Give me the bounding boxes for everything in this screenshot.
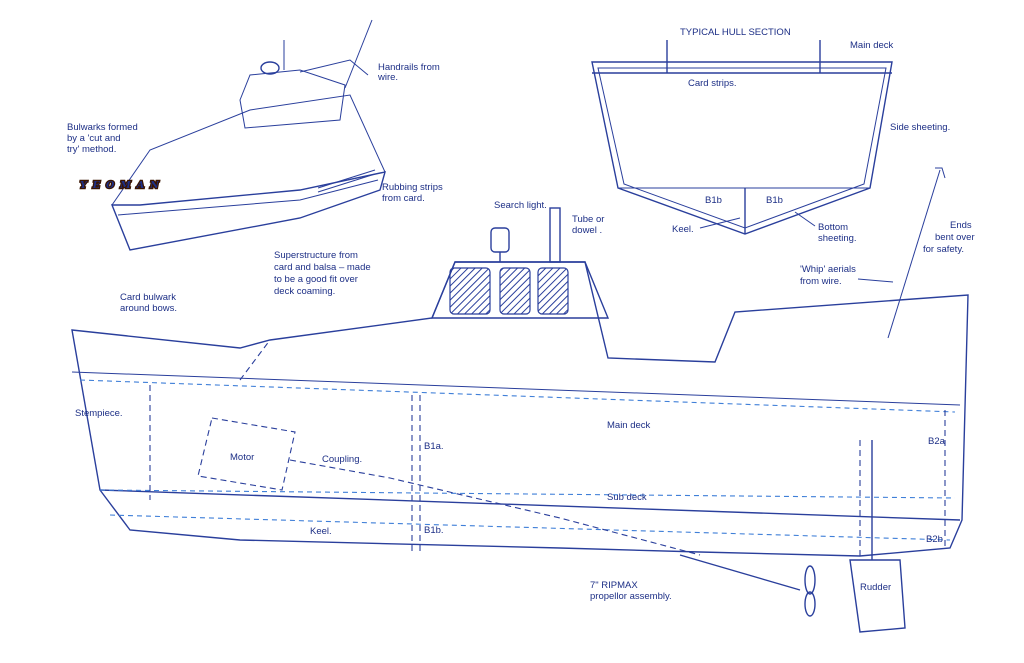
hull-section-bottom-sheeting-label: Bottom: [818, 222, 848, 233]
ends-bent-label: for safety.: [923, 244, 964, 255]
hull-section-main-deck-label: Main deck: [850, 40, 894, 51]
propeller-label: propellor assembly.: [590, 591, 672, 602]
b2a-label: B2a: [928, 436, 946, 447]
main-deck-line: [79, 379, 956, 413]
superstructure-label: to be a good fit over: [274, 274, 358, 285]
hull-section-heading: TYPICAL HULL SECTION: [680, 27, 791, 38]
perspective-rubbing-strip: [317, 169, 376, 189]
whip-aerials-leader: [857, 278, 894, 283]
hull-section-bottom-leader: [794, 211, 816, 227]
perspective-whip-aerial: [344, 19, 373, 89]
rudder: [849, 559, 906, 633]
ends-bent-label: bent over: [935, 232, 975, 243]
hull-section-b1b-right: B1b: [766, 195, 783, 206]
window-3: [537, 267, 569, 315]
perspective-hull-chine: [117, 179, 379, 216]
propeller-shaft: [679, 554, 801, 591]
main-deck-label: Main deck: [607, 420, 651, 431]
perspective-handrail: [299, 59, 369, 76]
sub-deck-line: [99, 489, 956, 499]
shaft-line: [289, 459, 701, 556]
superstructure-label: deck coaming.: [274, 286, 335, 297]
window-2: [499, 267, 531, 315]
gunwale-line: [71, 371, 961, 406]
stempiece-label: Stempiece.: [75, 408, 123, 419]
perspective-deck: [111, 94, 386, 206]
search-light: [490, 227, 510, 253]
tube-label: Tube or: [572, 214, 604, 225]
bow-bottom: [99, 489, 961, 521]
hull-section-view: TYPICAL HULL SECTION Main deck Card stri…: [591, 27, 950, 244]
whip-aerials-label: 'Whip' aerials: [800, 264, 856, 275]
rubbing-strips-label: Rubbing strips: [382, 182, 443, 193]
perspective-view: Handrails from wire. Bulwarks formed by …: [67, 19, 443, 251]
propeller-label: 7" RIPMAX: [590, 580, 638, 591]
title-text: YEOMAN: [80, 180, 165, 191]
rudder-label: Rudder: [860, 582, 891, 593]
superstructure-label: Superstructure from: [274, 250, 358, 261]
hull-section-bottom-sheeting-label: sheeting.: [818, 233, 857, 244]
hull-section-keel-leader: [699, 217, 741, 229]
keel-label: Keel.: [310, 526, 332, 537]
handrails-label: Handrails from: [378, 62, 440, 73]
motor-label: Motor: [230, 452, 254, 463]
hull-section-keel-label: Keel.: [672, 224, 694, 235]
keel-line: [109, 514, 951, 541]
ends-bent-label: Ends: [950, 220, 972, 231]
bulwarks-label: Bulwarks formed: [67, 122, 138, 133]
hull-section-inner: [597, 67, 887, 229]
motor-outline: [197, 417, 296, 491]
tube-label: dowel .: [572, 225, 602, 236]
perspective-cabin: [239, 69, 346, 129]
hull-section-b1b-left: B1b: [705, 195, 722, 206]
whip-aerials-label: from wire.: [800, 276, 842, 287]
deck-hatch-line: [419, 395, 861, 560]
superstructure-label: card and balsa – made: [274, 262, 371, 273]
card-bulwark-label: Card bulwark: [120, 292, 176, 303]
side-elevation: Search light. Tube or dowel . Superstruc…: [71, 167, 975, 633]
handrails-label: wire.: [377, 72, 398, 83]
title-logo: YEOMAN: [79, 179, 165, 193]
hull-section-side-sheeting-label: Side sheeting.: [890, 122, 950, 133]
b1b-label: B1b.: [424, 525, 444, 536]
whip-aerial: [887, 169, 941, 339]
hull-section-outline: [591, 61, 893, 235]
b1a-label: B1a.: [424, 441, 444, 452]
wheelhouse: [430, 261, 610, 319]
rubbing-strips-label: from card.: [382, 193, 425, 204]
perspective-hull: [110, 171, 386, 251]
search-light-label: Search light.: [494, 200, 547, 211]
bulwarks-label: try' method.: [67, 144, 116, 155]
propeller-blade-top: [804, 565, 816, 595]
coupling-label: Coupling.: [322, 454, 362, 465]
mast-tube: [549, 207, 561, 263]
b2b-label: B2b: [926, 534, 943, 545]
card-bulwark-label: around bows.: [120, 303, 177, 314]
propeller-blade-bottom: [804, 591, 816, 617]
whip-aerial-tip: [935, 167, 946, 179]
window-1: [449, 267, 491, 315]
hull-section-card-strips-label: Card strips.: [688, 78, 737, 89]
bulwark-line: [239, 339, 271, 381]
sub-deck-label: Sub deck: [607, 492, 647, 503]
bulwarks-label: by a 'cut and: [67, 133, 121, 144]
perspective-rubbing-strip-2: [317, 173, 376, 193]
perspective-search-light: [260, 61, 280, 75]
